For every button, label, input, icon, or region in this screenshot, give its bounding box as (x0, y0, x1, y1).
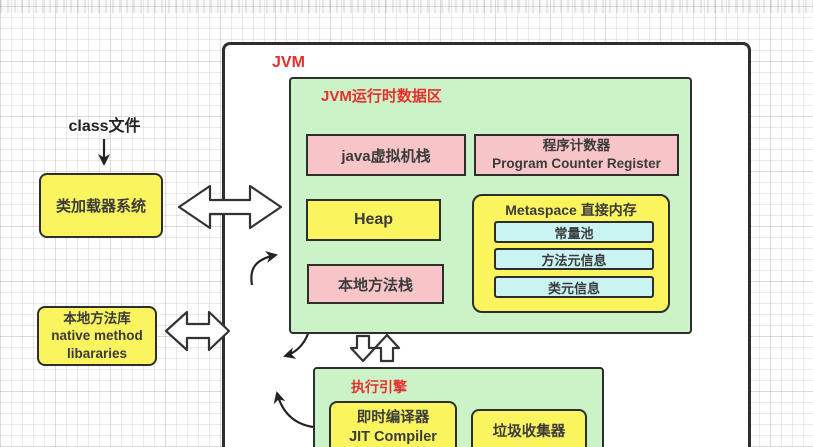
program-counter-box: 程序计数器 Program Counter Register (474, 134, 679, 176)
heap-box: Heap (306, 199, 441, 241)
grid-texture-band (0, 0, 813, 13)
execution-engine-area: 执行引擎 即时编译器 JIT Compiler 垃圾收集器 (313, 367, 604, 447)
metaspace-box: Metaspace 直接内存 常量池 方法元信息 类元信息 (472, 194, 670, 313)
java-vm-stack-box: java虚拟机栈 (306, 134, 466, 176)
runtime-data-area: JVM运行时数据区 java虚拟机栈 程序计数器 Program Counter… (289, 77, 692, 334)
jit-compiler-line1: 即时编译器 (356, 410, 430, 426)
method-metadata-box: 方法元信息 (494, 248, 654, 270)
jit-compiler-box: 即时编译器 JIT Compiler (329, 401, 457, 447)
program-counter-line1: 程序计数器 (542, 137, 611, 153)
metaspace-title: Metaspace 直接内存 (505, 202, 637, 218)
jvm-title: JVM (272, 54, 305, 71)
native-method-stack-box: 本地方法栈 (307, 264, 444, 304)
nativelib-jni-bidirectional-arrow-icon (164, 310, 231, 352)
jit-compiler-line2: JIT Compiler (349, 428, 437, 445)
class-file-label: class文件 (68, 118, 141, 135)
native-library-line1: 本地方法库 (63, 310, 131, 326)
class-metadata-box: 类元信息 (494, 276, 654, 298)
class-loader-box: 类加载器系统 (39, 173, 163, 238)
runtime-data-area-title: JVM运行时数据区 (321, 88, 442, 105)
constant-pool-box: 常量池 (494, 221, 654, 243)
program-counter-line2: Program Counter Register (492, 156, 661, 171)
native-library-line2: native method (51, 328, 143, 344)
native-library-line3: libararies (66, 345, 128, 361)
garbage-collector-box: 垃圾收集器 (471, 409, 587, 447)
native-library-box: 本地方法库 native method libararies (37, 306, 157, 366)
execution-engine-title: 执行引擎 (351, 379, 407, 395)
jvm-container-box: JVM JVM运行时数据区 java虚拟机栈 程序计数器 Program Cou… (222, 42, 751, 447)
